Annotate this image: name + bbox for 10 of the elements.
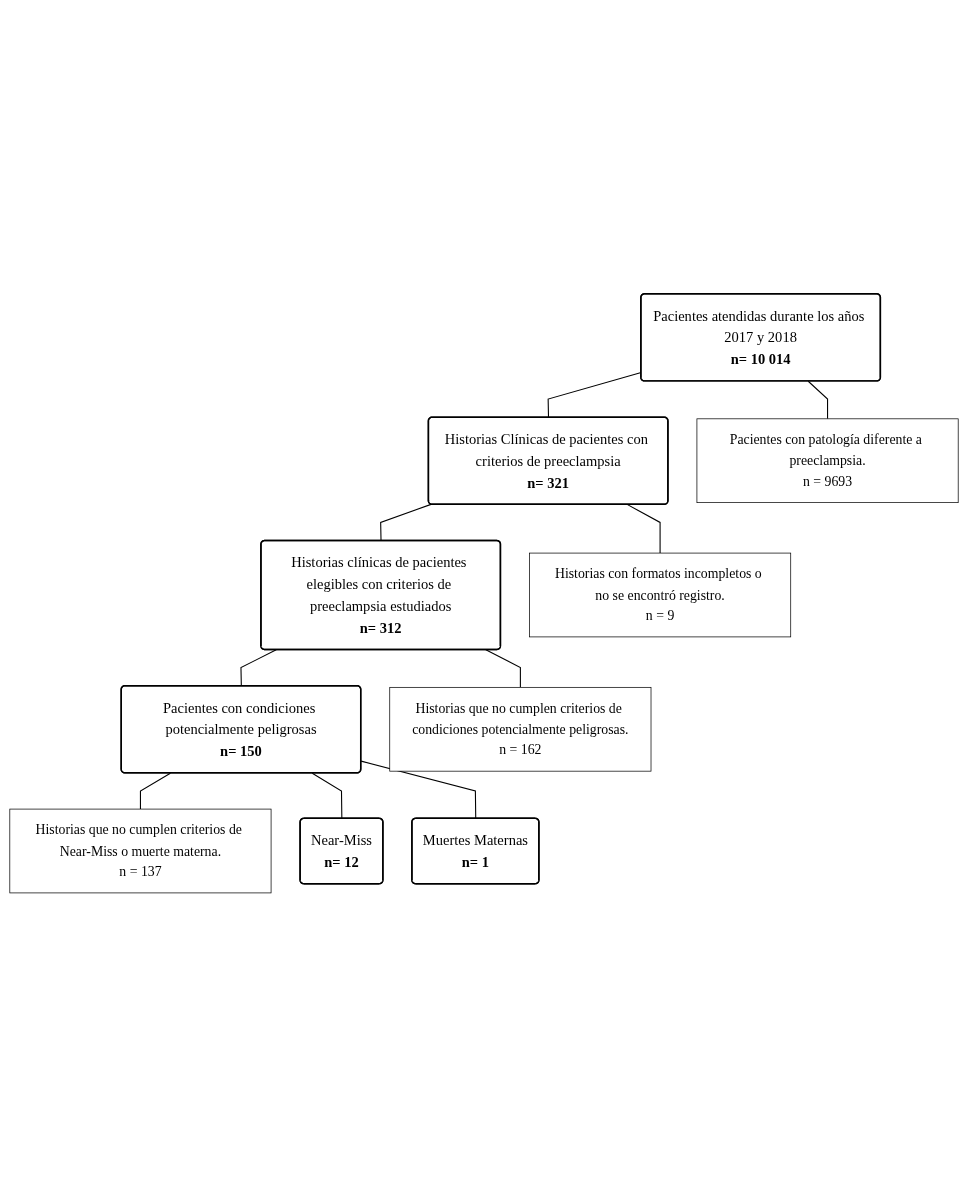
node-box: Historias que no cumplen criterios de condiciones potencialmente peligrosas. n = 162 [389, 686, 652, 772]
connector [139, 772, 171, 810]
connector [240, 648, 277, 687]
node-box: Historias con formatos incompletos o no se encontró registro. n = 9 [529, 552, 792, 637]
connector [380, 503, 432, 542]
connector [807, 380, 829, 419]
node-box: Historias que no cumplen criterios de Near-Miss o muerte materna. n = 137 [9, 808, 272, 893]
node-box: Pacientes con patología diferente a preeclampsia. n = 9693 [696, 418, 959, 503]
connector [360, 760, 477, 819]
connector [485, 648, 521, 688]
